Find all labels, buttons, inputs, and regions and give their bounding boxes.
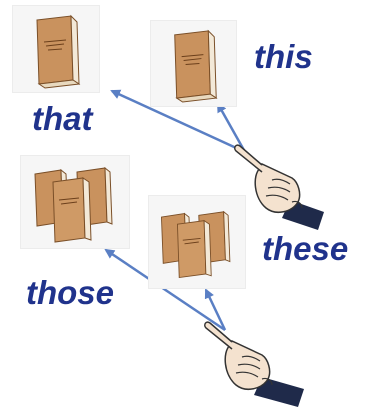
word-those: those bbox=[26, 276, 114, 309]
single-book-icon bbox=[151, 21, 236, 106]
pointing-hand-icon bbox=[200, 315, 310, 407]
single-book-icon bbox=[13, 6, 99, 92]
word-this: this bbox=[254, 40, 313, 73]
word-these: these bbox=[262, 232, 348, 265]
that-book-tile bbox=[12, 5, 100, 93]
book-stack-icon bbox=[21, 156, 129, 248]
those-books-tile bbox=[20, 155, 130, 249]
pointing-hand-icon bbox=[232, 138, 332, 230]
this-book-tile bbox=[150, 20, 237, 107]
book-stack-icon bbox=[149, 196, 245, 288]
word-that: that bbox=[32, 102, 93, 135]
